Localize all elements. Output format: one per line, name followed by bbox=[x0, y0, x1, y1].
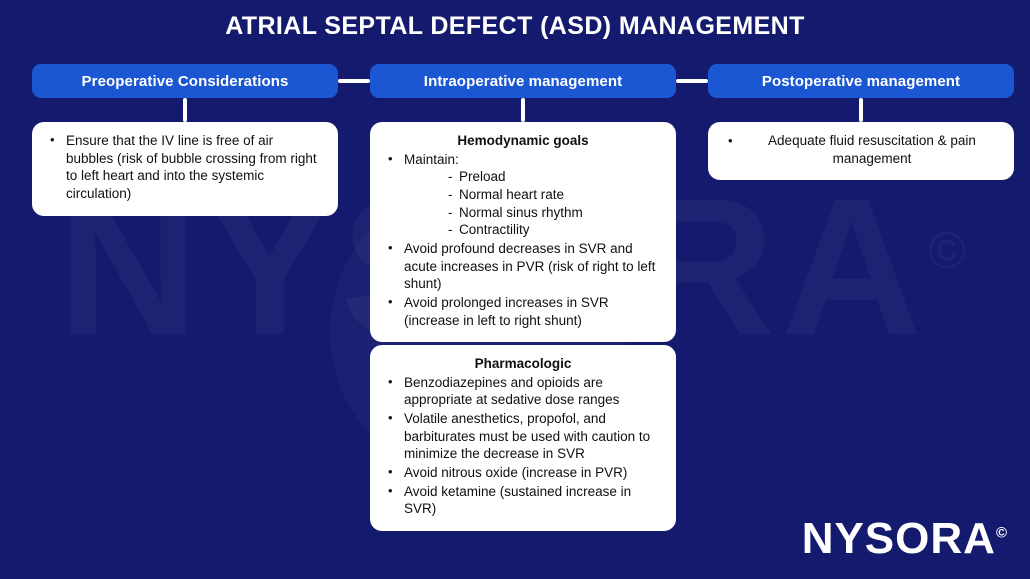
bullet-item: Avoid nitrous oxide (increase in PVR) bbox=[384, 463, 662, 482]
card-postoperative-management: Adequate fluid resuscitation & pain mana… bbox=[708, 122, 1014, 181]
page-title: ATRIAL SEPTAL DEFECT (ASD) MANAGEMENT bbox=[225, 12, 805, 40]
bullet-item: Adequate fluid resuscitation & pain mana… bbox=[722, 132, 1000, 167]
bullet-item: Volatile anesthetics, propofol, and barb… bbox=[384, 409, 662, 463]
bullet-list: Ensure that the IV line is free of air b… bbox=[46, 131, 324, 203]
bullet-text: Maintain: bbox=[404, 151, 459, 167]
watermark-copyright-icon: © bbox=[928, 222, 972, 280]
bullet-text: Avoid nitrous oxide (increase in PVR) bbox=[404, 465, 628, 481]
header-intraoperative[interactable]: Intraoperative management bbox=[370, 64, 676, 98]
logo-text: NYSORA bbox=[801, 514, 996, 563]
bullet-item: Avoid ketamine (sustained increase in SV… bbox=[384, 482, 662, 518]
bullet-list: Adequate fluid resuscitation & pain mana… bbox=[722, 132, 1000, 167]
bullet-list: Maintain:PreloadNormal heart rateNormal … bbox=[384, 150, 662, 330]
bullet-text: Avoid profound decreases in SVR and acut… bbox=[404, 241, 656, 292]
bullet-text: Adequate fluid resuscitation & pain mana… bbox=[768, 133, 976, 166]
nysora-logo: NYSORA© bbox=[802, 517, 1008, 561]
header-postoperative[interactable]: Postoperative management bbox=[708, 64, 1014, 98]
bullet-item: Maintain:PreloadNormal heart rateNormal … bbox=[384, 150, 662, 239]
card-hemodynamic-goals: Hemodynamic goalsMaintain:PreloadNormal … bbox=[370, 122, 676, 343]
card-pharmacologic: PharmacologicBenzodiazepines and opioids… bbox=[370, 345, 676, 532]
connector-preop-to-intraop bbox=[338, 79, 370, 83]
sub-item: Normal heart rate bbox=[448, 186, 662, 204]
connector-intraop-header-to-card bbox=[521, 98, 525, 122]
bullet-text: Benzodiazepines and opioids are appropri… bbox=[404, 374, 620, 408]
sub-item: Normal sinus rhythm bbox=[448, 204, 662, 222]
connector-preop-header-to-card bbox=[183, 98, 187, 122]
logo-copyright-icon: © bbox=[995, 524, 1008, 542]
bullet-item: Avoid profound decreases in SVR and acut… bbox=[384, 239, 662, 293]
card-title: Hemodynamic goals bbox=[457, 133, 589, 148]
bullet-text: Avoid prolonged increases in SVR (increa… bbox=[404, 295, 609, 328]
bullet-text: Ensure that the IV line is free of air b… bbox=[66, 133, 317, 202]
bullet-item: Ensure that the IV line is free of air b… bbox=[46, 131, 324, 203]
bullet-item: Benzodiazepines and opioids are appropri… bbox=[384, 373, 662, 409]
card-preoperative-considerations: Ensure that the IV line is free of air b… bbox=[32, 122, 338, 216]
bullet-list: Benzodiazepines and opioids are appropri… bbox=[384, 373, 662, 518]
bullet-text: Avoid ketamine (sustained increase in SV… bbox=[404, 483, 632, 517]
sub-item-list: PreloadNormal heart rateNormal sinus rhy… bbox=[404, 168, 662, 239]
connector-intraop-to-postop bbox=[676, 79, 708, 83]
bullet-item: Avoid prolonged increases in SVR (increa… bbox=[384, 293, 662, 329]
header-preoperative[interactable]: Preoperative Considerations bbox=[32, 64, 338, 98]
column-postoperative: Postoperative management bbox=[708, 64, 1014, 98]
sub-item: Contractility bbox=[448, 221, 662, 239]
sub-item: Preload bbox=[448, 168, 662, 186]
connector-postop-header-to-card bbox=[859, 98, 863, 122]
bullet-text: Volatile anesthetics, propofol, and barb… bbox=[404, 411, 651, 462]
card-title: Pharmacologic bbox=[474, 356, 572, 371]
column-preoperative: Preoperative Considerations bbox=[32, 64, 338, 98]
column-intraoperative: Intraoperative management bbox=[370, 64, 676, 98]
